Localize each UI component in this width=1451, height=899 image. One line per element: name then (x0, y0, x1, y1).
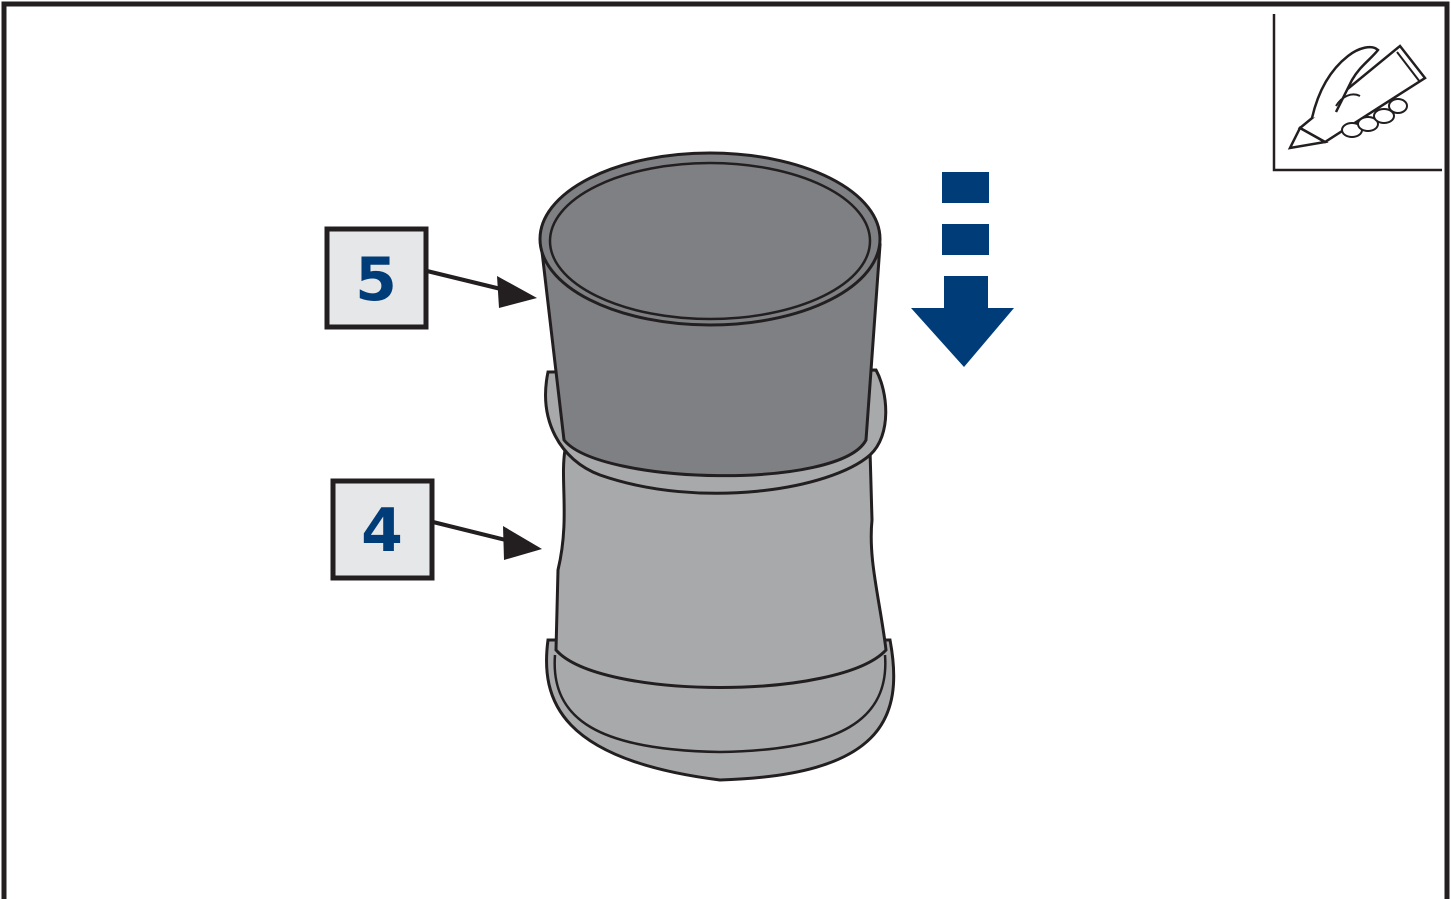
callout-5-leader (426, 269, 506, 292)
callout-5: 5 (324, 226, 537, 330)
callout-5-label: 5 (355, 245, 397, 315)
glue-applicator-hand-icon (1272, 14, 1442, 172)
callout-4-label: 4 (361, 496, 403, 566)
callout-4-arrowhead (503, 526, 542, 560)
callout-5-box (324, 226, 429, 330)
downward-insert-arrow-icon (911, 172, 1014, 367)
inner-tube (538, 151, 882, 478)
callout-4: 4 (330, 478, 542, 581)
callout-5-arrowhead (497, 276, 537, 308)
callout-4-leader (432, 520, 511, 543)
callout-4-box (330, 478, 435, 581)
